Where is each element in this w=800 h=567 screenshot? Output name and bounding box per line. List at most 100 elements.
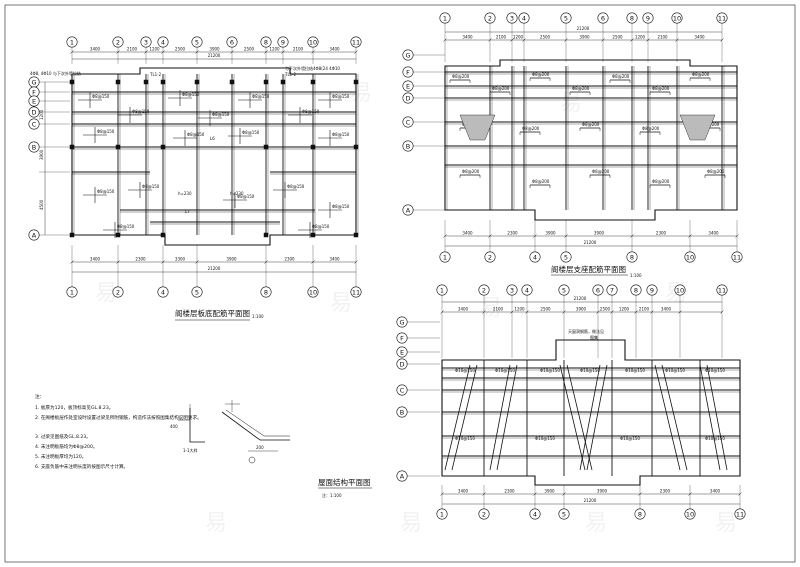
plan-c-col-bubble-bottom-8-circle — [634, 508, 646, 520]
plan-a-dim-top-tick-4 — [195, 50, 199, 54]
plan-a-dim-top-tick-2 — [144, 50, 148, 54]
plan-a-dim-total: 21200 — [208, 53, 221, 58]
plan-a-column-7 — [280, 79, 286, 85]
plan-c-col-bubble-6-label: 6 — [596, 286, 600, 294]
plan-b-rebar-label-14: Φ8@200 — [592, 169, 610, 174]
plan-a-row-bubble-F-label: F — [32, 88, 36, 96]
plan-c-col-bubble-bottom-8-label: 8 — [638, 510, 642, 518]
plan-b-rebar-label-8: Φ8@200 — [522, 126, 540, 131]
plan-a-col-bubble-bottom-5-label: 5 — [195, 288, 199, 296]
plan-c-top-note2: 图集 — [590, 334, 598, 340]
plan-a-col-bubble-6-label: 6 — [230, 38, 234, 46]
plan-b-row-bubble-G-label: G — [405, 51, 410, 59]
plan-a-col-bubble-bottom-11-circle — [350, 286, 362, 298]
plan-a-column-16 — [69, 232, 75, 238]
plan-a-h2-label: h=230 — [230, 191, 244, 196]
plan-a-col-bubble-11-label: 11 — [352, 38, 360, 46]
plan-a-dim-top-value-1: 2100 — [127, 47, 138, 52]
plan-b-dim-top-value-2: 1200 — [513, 35, 524, 40]
plan-a-dim-left-3: 3900 — [39, 149, 44, 160]
plan-a-dim-top-tick-7 — [281, 50, 285, 54]
plan-a-dim-bottom-value-1: 2300 — [135, 257, 146, 262]
plan-a-col-bubble-4-label: 4 — [161, 38, 165, 46]
plan-a-column-10 — [69, 144, 75, 150]
plan-c-dim-top-tick-0 — [440, 310, 444, 314]
plan-a-row-bubble-D-label: D — [31, 108, 36, 116]
plan-c-rebar-label-2: Φ10@150 — [540, 368, 560, 373]
plan-c-dim-top-tick-9 — [678, 310, 682, 314]
plan-a-dim-bottom-value-3: 3900 — [226, 257, 237, 262]
plan-b-row-bubble-B-label: B — [406, 142, 410, 150]
plan-a-dim-top-value-8: 3400 — [329, 47, 340, 52]
plan-b-col-bubble-bottom-5-label: 5 — [564, 253, 568, 261]
plan-a-column-6 — [263, 79, 269, 85]
watermark-glyph-9: 易 — [350, 81, 372, 106]
plan-b-rebar-label-2: Φ8@200 — [532, 72, 550, 77]
plan-b-rebar-label-9: Φ8@200 — [582, 122, 600, 127]
watermark-glyph-7: 易 — [715, 511, 737, 536]
plan-c-dim-top-value-6: 1200 — [619, 307, 630, 312]
plan-c-col-bubble-2-label: 2 — [482, 286, 486, 294]
plan-b-col-bubble-bottom-4-label: 4 — [533, 253, 537, 261]
plan-b-row-bubble-A-label: A — [406, 206, 411, 214]
plan-a-row-bubble-A-label: A — [32, 231, 37, 239]
plan-c-dim-top-tick-2 — [510, 310, 514, 314]
section-label: 1-1大样 — [183, 447, 198, 453]
plan-b-row-bubble-D-label: D — [405, 94, 410, 102]
plan-b-dim-bottom-total: 21200 — [584, 240, 597, 245]
plan-c-rafter-6 — [579, 364, 601, 471]
plan-a-col-bubble-bottom-10-label: 10 — [309, 288, 317, 296]
plan-c-col-bubble-bottom-1-circle — [436, 508, 448, 520]
plan-c-col-bubble-bottom-4-label: 4 — [533, 510, 537, 518]
plan-b-rebar-label-12: Φ8@200 — [462, 169, 480, 174]
plan-a-dim-top-value-0: 3400 — [90, 47, 101, 52]
plan-c-rebar-label-9: Φ10@150 — [620, 436, 640, 441]
plan-c-dim-top-tick-5 — [596, 310, 600, 314]
plan-a-dim-top-tick-5 — [230, 50, 234, 54]
plan-b-rebar-label-5: Φ8@200 — [652, 86, 670, 91]
plan-b-outline — [444, 59, 738, 221]
plan-a-rebar-label-2: Φ8@150 — [182, 92, 200, 97]
plan-a-column-4 — [194, 79, 200, 85]
plan-a-col-bubble-3-label: 3 — [144, 38, 148, 46]
watermark-glyph-3: 易 — [400, 511, 422, 536]
plan-a-col-bubble-bottom-8-label: 8 — [264, 288, 268, 296]
plan-c-top-note: 天窗洞钢筋，做法见 — [568, 328, 604, 334]
plan-c-col-bubble-10-label: 10 — [676, 286, 684, 294]
plan-c-dim-bottom-value-2: 3900 — [544, 489, 555, 494]
plan-c-dim-total: 21200 — [574, 296, 587, 301]
plan-a-dim-top-value-5: 2500 — [244, 47, 255, 52]
plan-c-col-bubble-bottom-11-label: 11 — [736, 510, 744, 518]
note-6: 6. 支座负筋中未注明长度的按图示尺寸计算。 — [35, 463, 128, 470]
plan-a-rebar-label-15: Φ8@150 — [332, 204, 350, 209]
plan-c-col-bubble-bottom-2-circle — [478, 508, 490, 520]
plan-a-dim-left-2: 1200 — [39, 109, 44, 120]
plan-c-dim-top-tick-10 — [720, 310, 724, 314]
plan-c-rafter-9 — [661, 364, 688, 471]
plan-c-row-bubble-C-label: C — [400, 386, 405, 394]
plan-c-dim-top-value-4: 3900 — [576, 307, 587, 312]
plan-c-rafter-5 — [566, 364, 593, 471]
plan-c-rebar-label-3: Φ10@150 — [580, 368, 600, 373]
plan-c-rebar-label-6: Φ10@150 — [705, 368, 725, 373]
plan-a-column-21 — [353, 232, 359, 238]
plan-b-dim-top-value-6: 1200 — [635, 35, 646, 40]
plan-a-col-bubble-8-label: 8 — [264, 38, 268, 46]
plan-b-rebar-label-16: Φ8@200 — [707, 169, 725, 174]
plan-b-dim-top-value-4: 3900 — [579, 35, 590, 40]
plan-a-rebar-label-1: Φ8@150 — [132, 109, 150, 114]
plan-c-dim-top-tick-6 — [610, 310, 614, 314]
plan-a-column-13 — [263, 144, 269, 150]
plan-a-dim-top-value-2: 1200 — [149, 47, 160, 52]
plan-a-dim-top-value-7: 2100 — [293, 47, 304, 52]
plan-c-col-bubble-3-label: 3 — [510, 286, 514, 294]
plan-c-dim-top-tick-1 — [482, 310, 486, 314]
plan-c-rafter-4 — [559, 364, 586, 471]
plan-b-col-bubble-1-label: 1 — [443, 14, 447, 22]
plan-a-col-bubble-bottom-2-label: 2 — [116, 288, 120, 296]
plan-c-rebar-label-1: Φ10@150 — [495, 368, 515, 373]
plan-b-dim-top-value-1: 2100 — [496, 35, 507, 40]
plan-b-rebar-label-3: Φ8@200 — [572, 86, 590, 91]
